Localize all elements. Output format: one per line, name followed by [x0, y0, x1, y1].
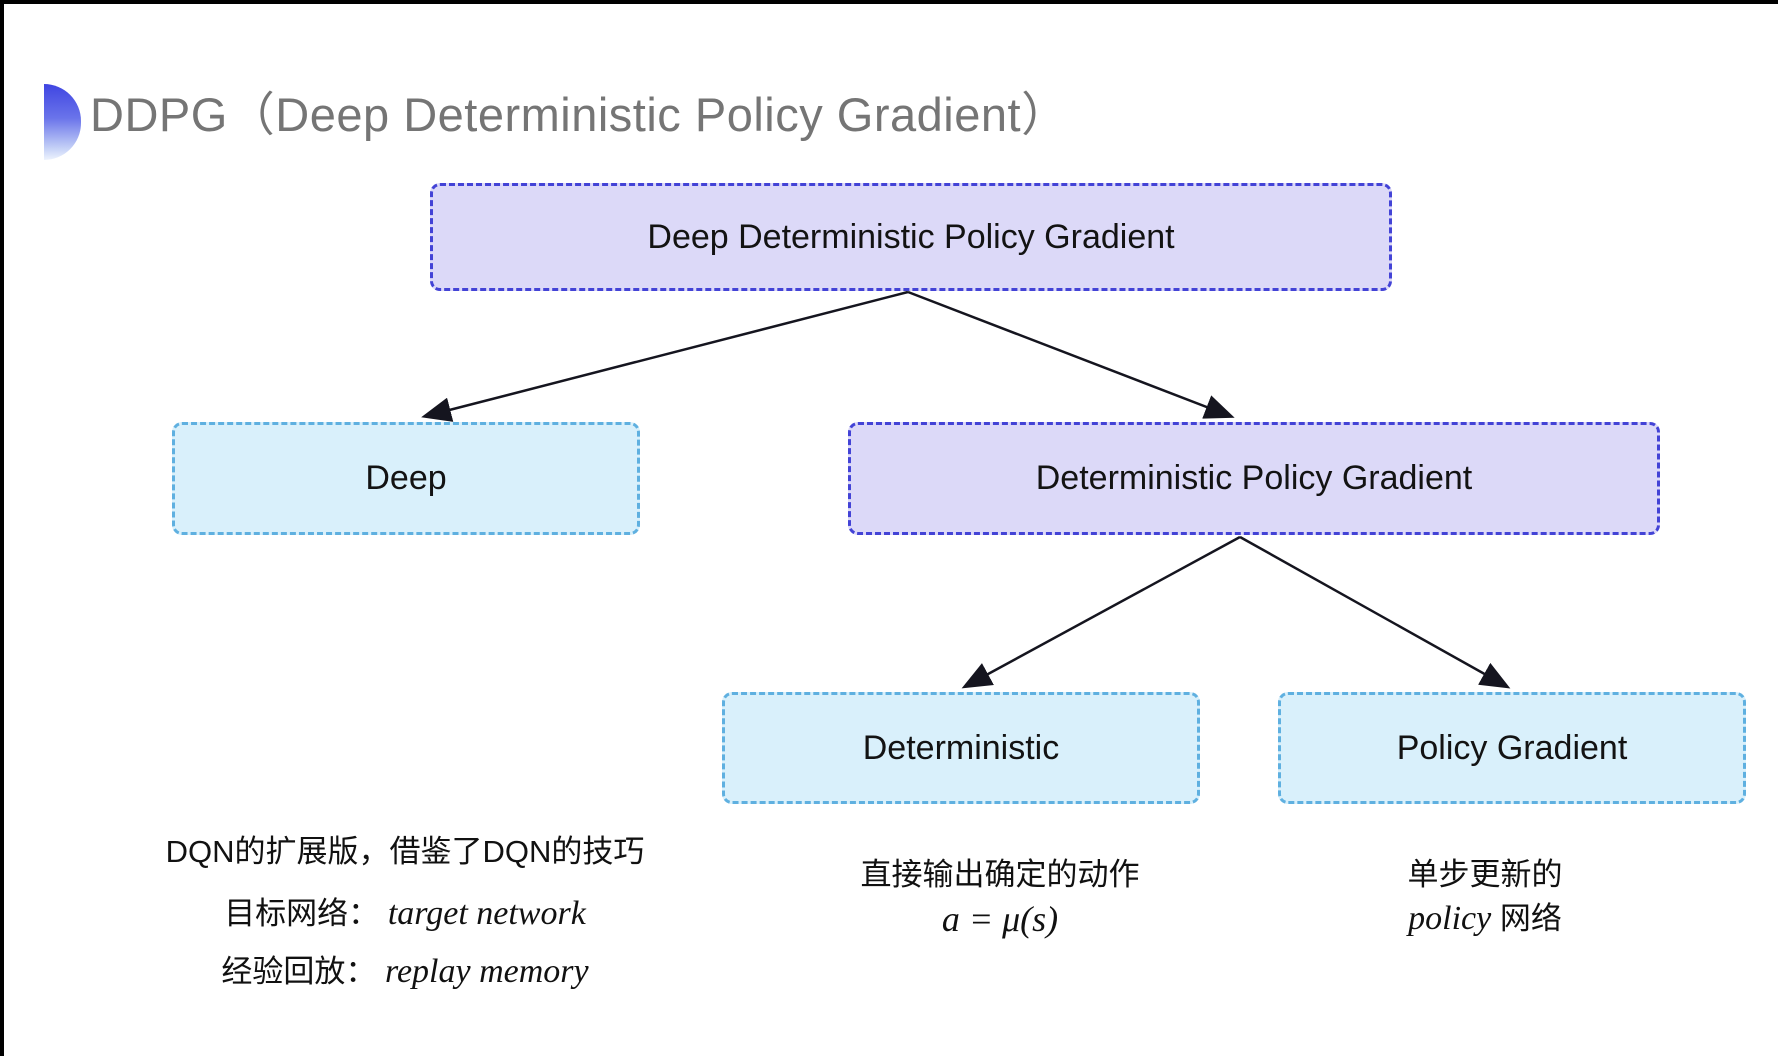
- node-label: Deterministic: [862, 728, 1060, 767]
- formula-a-equals-mu-s: a = μ(s): [941, 899, 1059, 939]
- node-deep-deterministic-policy-gradient: Deep Deterministic Policy Gradient: [430, 183, 1392, 291]
- note-policy-network: 单步更新的 policy 网络: [1265, 855, 1705, 943]
- node-label: Deep Deterministic Policy Gradient: [647, 217, 1175, 256]
- node-deep: Deep: [172, 422, 640, 535]
- note-line-dqn: DQN的扩展版，借鉴了DQN的技巧: [165, 834, 645, 869]
- note-deep-dqn-extension: DQN的扩展版，借鉴了DQN的技巧 目标网络： target network 经…: [120, 832, 690, 1010]
- note-line-policy-network: policy 网络: [1265, 895, 1705, 943]
- node-deterministic: Deterministic: [722, 692, 1200, 804]
- note-deterministic-action: 直接输出确定的动作 a = μ(s): [790, 855, 1210, 943]
- replay-memory-value: replay memory: [385, 953, 589, 990]
- page-title: DDPG（Deep Deterministic Policy Gradient）: [90, 88, 1069, 141]
- note-line-single-step: 单步更新的: [1407, 857, 1563, 892]
- target-network-value: target network: [387, 895, 586, 932]
- note-line-replay-memory: 经验回放： replay memory: [120, 952, 690, 992]
- frame-left-border: [0, 0, 4, 1056]
- replay-memory-label: 经验回放：: [221, 954, 377, 989]
- network-word: 网络: [1499, 901, 1562, 936]
- node-label: Deterministic Policy Gradient: [1035, 459, 1473, 497]
- node-deterministic-policy-gradient: Deterministic Policy Gradient: [848, 422, 1660, 535]
- node-label: Deep: [365, 459, 447, 497]
- note-line-target-network: 目标网络： target network: [120, 894, 690, 934]
- title-bullet-icon: [44, 84, 81, 160]
- target-network-label: 目标网络：: [224, 896, 380, 931]
- note-line-deterministic-output: 直接输出确定的动作: [860, 857, 1140, 892]
- node-policy-gradient: Policy Gradient: [1278, 692, 1746, 804]
- policy-word: policy: [1408, 900, 1492, 937]
- node-label: Policy Gradient: [1396, 728, 1628, 767]
- frame-top-border: [0, 0, 1778, 4]
